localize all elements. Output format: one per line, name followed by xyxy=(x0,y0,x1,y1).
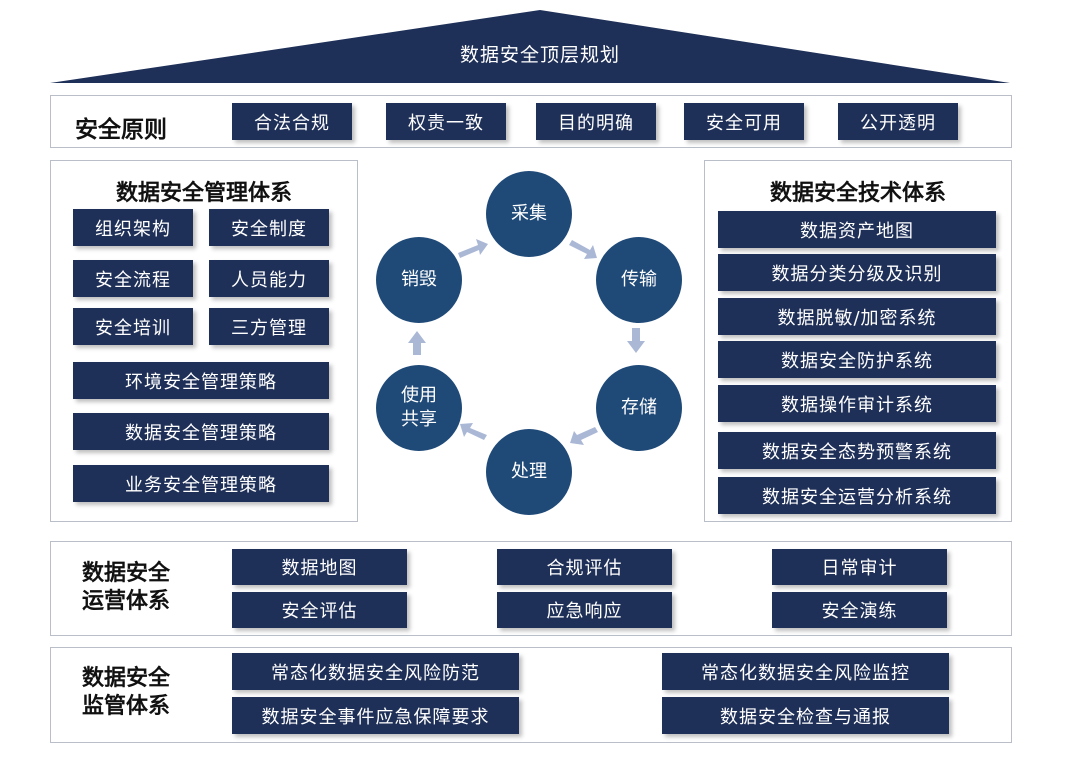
operations-item: 数据地图 xyxy=(232,549,407,585)
lifecycle-arrows xyxy=(408,239,645,445)
technology-item: 数据安全态势预警系统 xyxy=(718,432,996,469)
operations-item: 安全演练 xyxy=(772,592,947,628)
roof-title: 数据安全顶层规划 xyxy=(459,44,620,66)
management-item: 安全培训 xyxy=(73,308,193,345)
management-strategy: 业务安全管理策略 xyxy=(73,465,329,502)
technology-item: 数据操作审计系统 xyxy=(718,385,996,422)
technology-item: 数据安全防护系统 xyxy=(718,341,996,378)
arrow-icon xyxy=(569,240,597,259)
supervision-item: 数据安全检查与通报 xyxy=(662,697,949,734)
principle-item: 公开透明 xyxy=(838,103,958,140)
lifecycle-destroy: 销毁 xyxy=(376,237,462,323)
supervision-heading-line1: 数据安全 xyxy=(82,666,171,691)
lifecycle-share-label: 共享 xyxy=(401,409,437,430)
management-item: 组织架构 xyxy=(73,209,193,246)
supervision-heading: 数据安全 监管体系 xyxy=(82,665,170,721)
principle-item: 安全可用 xyxy=(684,103,804,140)
arrow-icon xyxy=(460,423,487,440)
operations-heading-line1: 数据安全 xyxy=(82,561,171,586)
technology-item: 数据脱敏/加密系统 xyxy=(718,298,996,335)
supervision-item: 常态化数据安全风险防范 xyxy=(232,653,519,690)
management-strategy: 环境安全管理策略 xyxy=(73,362,329,399)
principle-item: 合法合规 xyxy=(232,103,352,140)
lifecycle-collect: 采集 xyxy=(486,171,572,257)
technology-item: 数据安全运营分析系统 xyxy=(718,477,996,514)
principle-item: 目的明确 xyxy=(536,103,656,140)
operations-item: 应急响应 xyxy=(497,592,672,628)
operations-heading-line2: 运营体系 xyxy=(82,589,171,614)
arrow-icon xyxy=(458,239,488,258)
management-item: 安全流程 xyxy=(73,260,193,297)
arrow-icon xyxy=(627,328,645,353)
lifecycle-store: 存储 xyxy=(596,365,682,451)
lifecycle-transfer: 传输 xyxy=(596,237,682,323)
principle-item: 权责一致 xyxy=(386,103,506,140)
operations-item: 日常审计 xyxy=(772,549,947,585)
management-item: 人员能力 xyxy=(209,260,329,297)
management-strategy: 数据安全管理策略 xyxy=(73,413,329,450)
lifecycle-process: 处理 xyxy=(486,429,572,515)
operations-item: 安全评估 xyxy=(232,592,407,628)
operations-heading: 数据安全 运营体系 xyxy=(82,560,170,616)
technology-item: 数据资产地图 xyxy=(718,211,996,248)
supervision-item: 数据安全事件应急保障要求 xyxy=(232,697,519,734)
supervision-item: 常态化数据安全风险监控 xyxy=(662,653,949,690)
supervision-heading-line2: 监管体系 xyxy=(82,694,171,719)
management-item: 三方管理 xyxy=(209,308,329,345)
technology-item: 数据分类分级及识别 xyxy=(718,254,996,291)
management-heading: 数据安全管理体系 xyxy=(115,181,292,206)
lifecycle-use-label: 使用 xyxy=(401,385,437,406)
principles-heading: 安全原则 xyxy=(75,117,167,143)
management-item: 安全制度 xyxy=(209,209,329,246)
technology-heading: 数据安全技术体系 xyxy=(769,181,946,206)
lifecycle-use-share: 使用 共享 xyxy=(376,365,462,451)
arrow-icon xyxy=(408,331,426,355)
operations-item: 合规评估 xyxy=(497,549,672,585)
arrow-icon xyxy=(570,427,598,445)
roof-triangle xyxy=(50,10,1010,83)
